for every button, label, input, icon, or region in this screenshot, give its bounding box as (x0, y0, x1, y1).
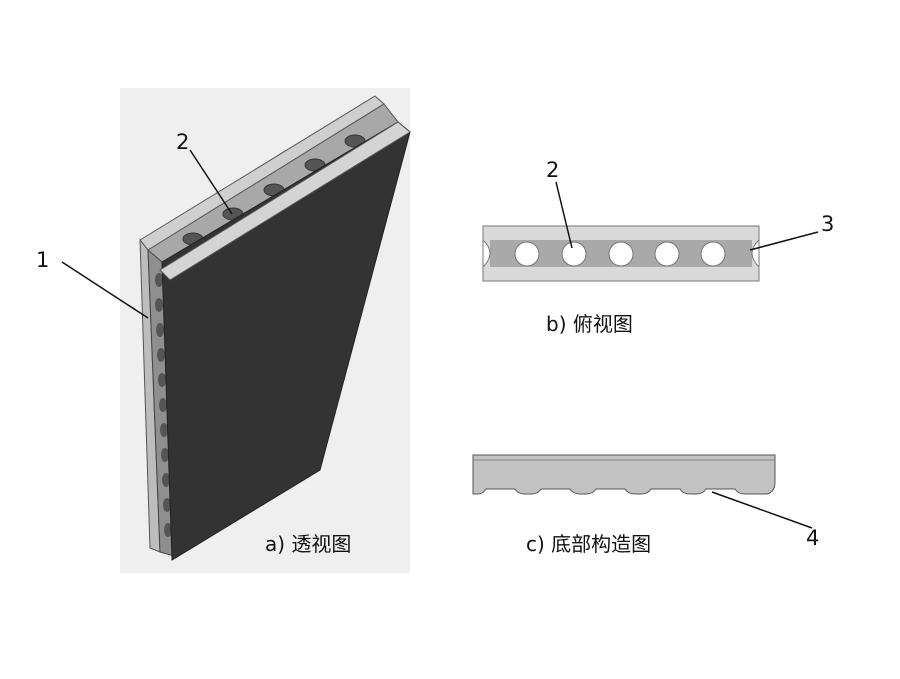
leader-2a (189, 149, 233, 215)
callout-4: 4 (806, 526, 820, 550)
leader-3 (749, 231, 819, 251)
top-view-right-notch (751, 238, 760, 269)
callout-1: 1 (36, 248, 50, 272)
perspective-panel (139, 95, 411, 561)
leader-2b (555, 181, 573, 249)
caption-perspective: a) 透视图 (265, 532, 352, 556)
leader-1 (61, 261, 149, 319)
callout-3: 3 (821, 212, 835, 236)
callout-2-perspective: 2 (176, 130, 190, 154)
top-view-left-notch (482, 238, 491, 269)
top-view (482, 225, 760, 282)
callout-2-top: 2 (546, 158, 560, 182)
left-core-bumps (155, 273, 172, 537)
caption-bottom-view: c) 底部构造图 (526, 532, 652, 556)
bottom-view-profile (472, 454, 776, 495)
top-view-holes (514, 241, 726, 267)
leader-4 (711, 491, 813, 529)
bottom-view (472, 454, 776, 495)
caption-top-view: b) 俯视图 (546, 312, 633, 336)
front-edge (159, 121, 411, 281)
